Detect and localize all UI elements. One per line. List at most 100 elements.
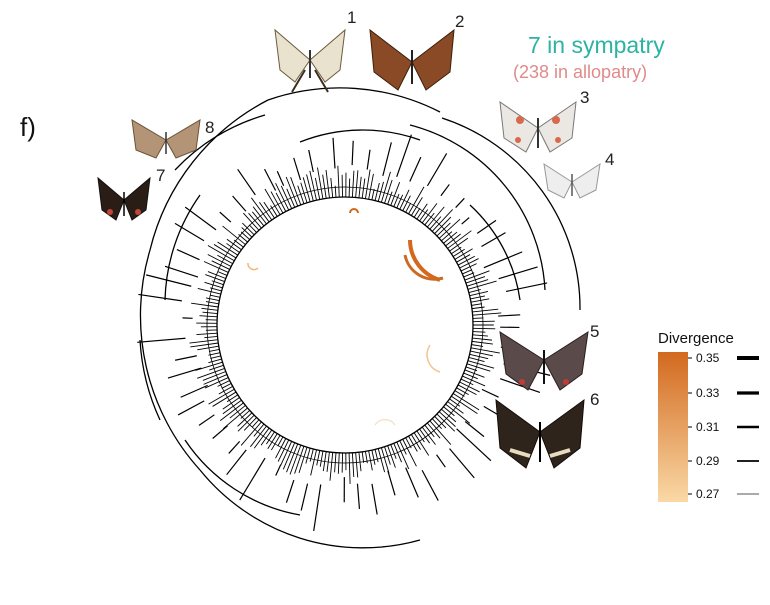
tree-tip-branch [381,448,389,474]
tree-internal-branch [499,267,538,279]
tree-tip-branch [473,313,502,315]
tree-tip-branch [220,403,243,421]
tree-tip-branch [349,453,350,484]
tree-tip-branch [473,321,495,322]
tree-branch-arc [268,88,440,112]
tree-tip-branch [388,446,396,468]
tree-tip-branch [212,261,230,270]
legend-tick-label: 0.27 [696,487,719,501]
tree-internal-branch [441,184,449,195]
tree-internal-branch [240,458,265,500]
tree-tip-branch [268,434,277,449]
tree-tip-branch [372,450,375,465]
tree-internal-branch [301,484,307,511]
legend-tick-label: 0.31 [696,420,719,434]
tree-tip-branch [430,217,441,230]
tree-internal-branch [178,401,204,415]
tree-internal-branch [406,468,419,498]
tree-tip-branch [451,396,477,413]
tree-internal-branch [168,368,201,378]
tree-internal-branch [462,218,470,225]
tree-tip-branch [323,175,327,199]
specimen-number-7: 7 [156,166,165,186]
tree-tip-branch [210,356,221,359]
specimen-number-4: 4 [605,150,614,170]
specimen-number-1: 1 [347,8,356,28]
tree-tip-branch [400,190,409,210]
tree-internal-branch [138,294,181,300]
legend-tick-label: 0.29 [696,454,719,468]
tree-tip-branch [287,189,295,207]
tree-internal-branch [165,266,198,277]
tree-internal-branch [457,429,491,461]
tree-tip-branch [310,171,317,200]
tree-tip-branch [457,255,471,263]
tree-tip-branch [375,449,378,462]
tree-tip-branch [349,178,350,197]
specimen-number-3: 3 [580,88,589,108]
tree-tip-branch [472,341,493,344]
tree-tip-branch [317,450,320,465]
divergence-color-bar [658,352,688,502]
tree-tip-branch [307,175,314,201]
tree-tip-branch [473,335,488,336]
tree-internal-branch [456,198,465,207]
tree-tip-branch [435,416,446,428]
tree-tip-branch [411,434,420,449]
butterfly-image-7 [98,178,150,220]
tree-tip-branch [241,232,250,240]
tree-tip-branch [458,256,475,265]
tree-tip-branch [303,177,310,201]
tree-tip-branch [473,318,484,319]
tree-tip-branch [394,443,402,462]
tree-tip-branch [359,177,361,198]
tree-tip-branch [356,453,358,478]
tree-internal-branch [437,455,446,467]
tree-tip-branch [191,303,218,307]
tree-tip-branch [205,275,224,282]
butterfly-image-2 [370,30,454,90]
tree-tip-branch [251,198,269,222]
tree-tip-branch [468,281,497,289]
tree-internal-branch [482,389,499,397]
tree-internal-branch [465,422,484,437]
tree-internal-branch [146,275,191,286]
divergence-arc-small [350,209,358,213]
tree-tip-branch [206,302,219,304]
tree-internal-branch [276,465,281,476]
tree-tip-branch [352,453,353,477]
tree-tip-branch [453,393,479,409]
specimen-number-5: 5 [590,322,599,342]
tree-tip-branch [210,295,220,297]
tree-internal-branch [294,158,301,180]
tree-tip-branch [196,333,217,334]
legend-tick-label: 0.33 [696,386,719,400]
tree-tip-branch [466,277,485,284]
tree-internal-branch [177,250,200,260]
tree-internal-branch [367,150,370,170]
tree-internal-branch [498,315,520,316]
tree-internal-branch [233,196,246,211]
specimen-number-8: 8 [205,118,214,138]
tree-tip-branch [201,308,217,310]
tree-tip-branch [239,234,248,242]
tree-tip-branch [338,453,339,474]
tree-tip-branch [400,441,407,455]
tree-tip-branch [473,328,495,329]
butterfly-image-3 [500,102,576,152]
divergence-arc-light [427,345,440,372]
tree-tip-branch [199,316,217,317]
tree-internal-branch [309,150,314,172]
tree-tip-branch [437,414,455,431]
tree-tip-branch [472,309,498,312]
tree-tip-branch [352,171,354,197]
tree-internal-branch [181,385,208,397]
tree-tip-branch [362,452,363,463]
tree-internal-branch [227,450,247,475]
tree-tip-branch [208,272,226,279]
tree-internal-branch [199,415,214,426]
tree-tip-branch [467,364,490,371]
tree-internal-branch [352,141,353,165]
tree-tip-branch [391,182,400,205]
tree-tip-branch [320,451,323,467]
